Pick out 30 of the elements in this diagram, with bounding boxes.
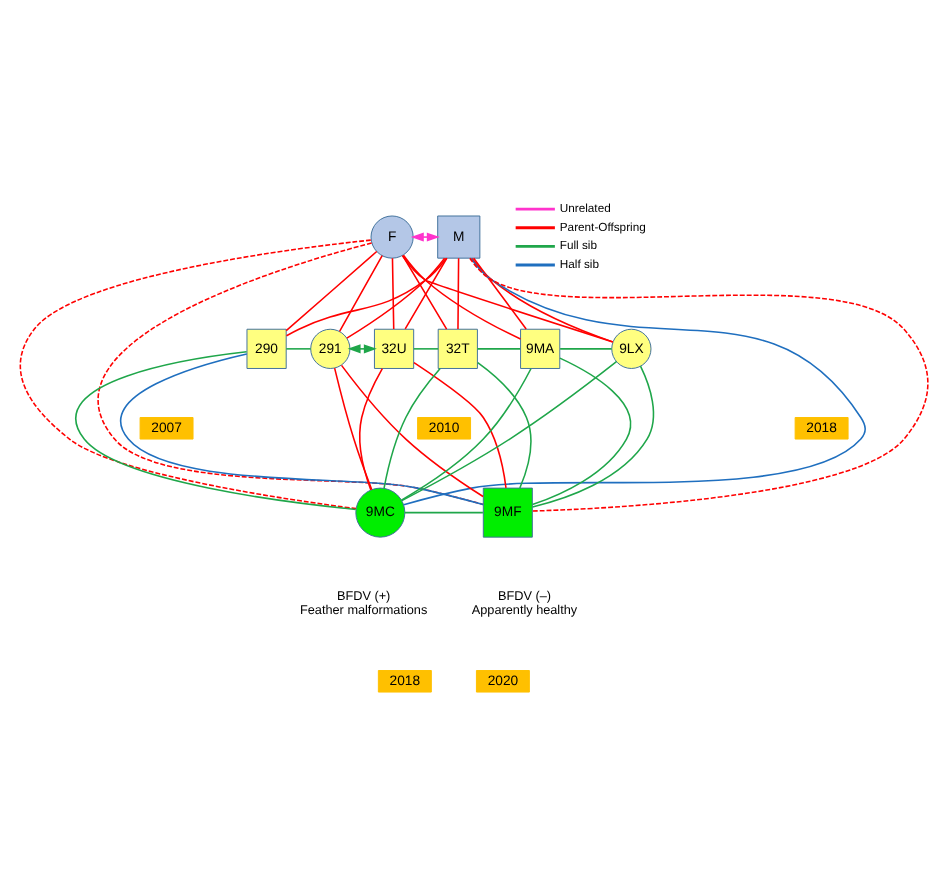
connector xyxy=(401,254,614,343)
connector xyxy=(333,367,373,491)
connector xyxy=(120,353,484,506)
connector xyxy=(401,360,618,502)
connector xyxy=(400,367,532,501)
connector xyxy=(346,257,446,339)
connector xyxy=(359,367,384,491)
connector xyxy=(285,348,312,350)
connector xyxy=(472,257,527,330)
connector xyxy=(285,250,378,332)
connector xyxy=(476,361,532,489)
connector xyxy=(531,365,655,508)
connector xyxy=(19,239,372,510)
connector xyxy=(412,348,439,350)
connector xyxy=(340,364,484,498)
connector xyxy=(559,348,613,350)
connector xyxy=(391,257,395,330)
connector xyxy=(98,242,484,506)
connector xyxy=(531,357,632,506)
connector xyxy=(75,351,357,511)
connector xyxy=(285,257,447,337)
connector xyxy=(404,511,484,514)
connector xyxy=(402,254,522,340)
connector xyxy=(469,257,929,512)
connector xyxy=(457,257,460,330)
connector xyxy=(471,257,614,343)
connector xyxy=(476,348,521,350)
connector xyxy=(383,367,441,490)
connector xyxy=(403,257,866,506)
connector xyxy=(338,254,383,333)
